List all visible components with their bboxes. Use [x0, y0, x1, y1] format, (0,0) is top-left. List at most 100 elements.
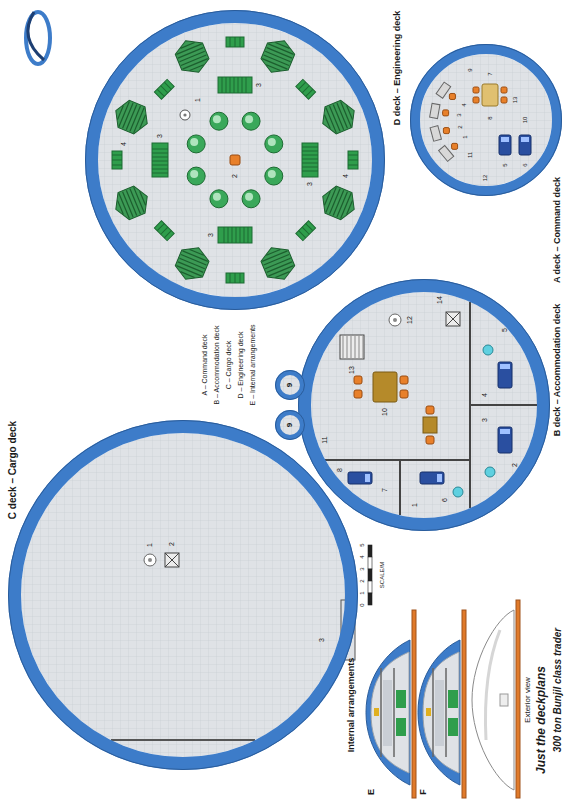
drive-stripe: [348, 155, 358, 156]
scale-number: 5: [359, 543, 366, 546]
stack-body: [152, 143, 168, 177]
deck-drawings: [21, 12, 552, 798]
hull-edge: [411, 45, 562, 196]
turbine-stripe: [347, 105, 353, 119]
scale-number: 2: [359, 579, 366, 582]
turbine-stripe: [333, 104, 343, 129]
hull-edge: [299, 280, 550, 531]
hull-edge: [276, 371, 305, 400]
mess-table: [482, 84, 498, 106]
turbine-stripe: [123, 103, 133, 128]
scale-segment: [368, 593, 372, 605]
hull-rim: [415, 49, 557, 191]
turbine: [110, 183, 153, 223]
callout-number: 14: [436, 296, 444, 304]
callout-number: 2: [168, 542, 176, 546]
drive-body: [226, 37, 244, 47]
stack-stripe: [152, 153, 168, 154]
bed: [519, 135, 531, 155]
pillow: [521, 137, 529, 142]
landing-strut: [462, 610, 466, 798]
stack-stripe: [244, 227, 245, 243]
seat: [426, 708, 431, 716]
stack-stripe: [230, 77, 231, 93]
callout-number: 2: [457, 125, 464, 128]
power-stack: [302, 143, 318, 177]
turbine-stripe: [341, 193, 351, 218]
stack-stripe: [242, 77, 243, 93]
control-console: [436, 82, 451, 98]
fuel-dome: [210, 190, 228, 208]
callout-number: 3: [456, 113, 463, 116]
turbine-body: [110, 97, 153, 137]
turbine-stripe: [262, 251, 287, 261]
drive-stripe: [306, 224, 313, 231]
drive-unit: [296, 221, 316, 241]
callout-number: 4: [342, 174, 350, 178]
fuel-dome: [210, 112, 228, 130]
pillow: [437, 474, 442, 482]
key-heading: D – Engineering deck: [237, 332, 245, 399]
turbine: [172, 242, 212, 285]
callout-number: 6: [441, 498, 449, 502]
stack-stripe: [238, 77, 239, 93]
hull-rim: [92, 17, 379, 304]
key-heading: A – Command deck: [201, 334, 209, 395]
chair: [501, 97, 507, 103]
callout-number: 7: [381, 488, 389, 492]
callout-number: 10: [522, 117, 529, 124]
drive-stripe: [230, 37, 231, 47]
drive-stripe: [348, 160, 358, 161]
callout-number: 3: [306, 182, 314, 186]
scale-segment: [368, 557, 372, 569]
turbine-stripe: [268, 266, 293, 276]
bed: [420, 472, 444, 484]
sheet-caption: 300 ton Bunjil class trader: [552, 628, 563, 753]
deck-line: [432, 668, 434, 757]
key-heading: E – Internal arrangements: [249, 325, 257, 406]
turbine-stripe: [126, 190, 136, 215]
hull-edge: [276, 411, 305, 440]
turbine-stripe: [326, 108, 336, 133]
turbine-body: [110, 183, 153, 223]
stack-stripe: [152, 157, 168, 158]
turbine: [317, 97, 360, 137]
chair: [443, 128, 449, 134]
cabin-walls: [325, 302, 537, 515]
pillow: [500, 429, 510, 434]
turbine: [110, 97, 153, 137]
stair-step: [347, 336, 348, 358]
turbine-body: [172, 35, 212, 78]
callout-number: 7: [487, 72, 494, 75]
deck-floor: [21, 433, 345, 757]
drive-body: [154, 79, 174, 99]
drive-unit: [226, 37, 244, 47]
lift-symbol: [144, 554, 156, 566]
stack-stripe: [234, 77, 235, 93]
lounge-table: [373, 372, 397, 402]
landing-strut: [516, 600, 520, 798]
side-table: [423, 417, 437, 433]
deck-floor: [98, 23, 372, 297]
section-letter: E: [367, 789, 377, 795]
callout-number: 12: [482, 175, 489, 182]
turbine: [172, 35, 212, 78]
callout-number: 3: [156, 134, 164, 138]
engineer-seat: [230, 155, 240, 165]
turbine-stripe: [337, 192, 347, 217]
drive-stripe: [235, 37, 236, 47]
turbine-stripe: [181, 255, 206, 265]
drive-body: [348, 151, 358, 169]
drive-stripe: [302, 227, 309, 234]
turbine-stripe: [267, 262, 292, 272]
callout-number: 4: [120, 142, 128, 146]
power-stack: [152, 143, 168, 177]
deck-line: [393, 668, 395, 757]
callout-number: 9: [286, 383, 295, 387]
chair: [426, 436, 434, 444]
stack-stripe: [152, 149, 168, 150]
callout-number: 2: [231, 174, 239, 178]
drive-unit: [296, 79, 316, 99]
